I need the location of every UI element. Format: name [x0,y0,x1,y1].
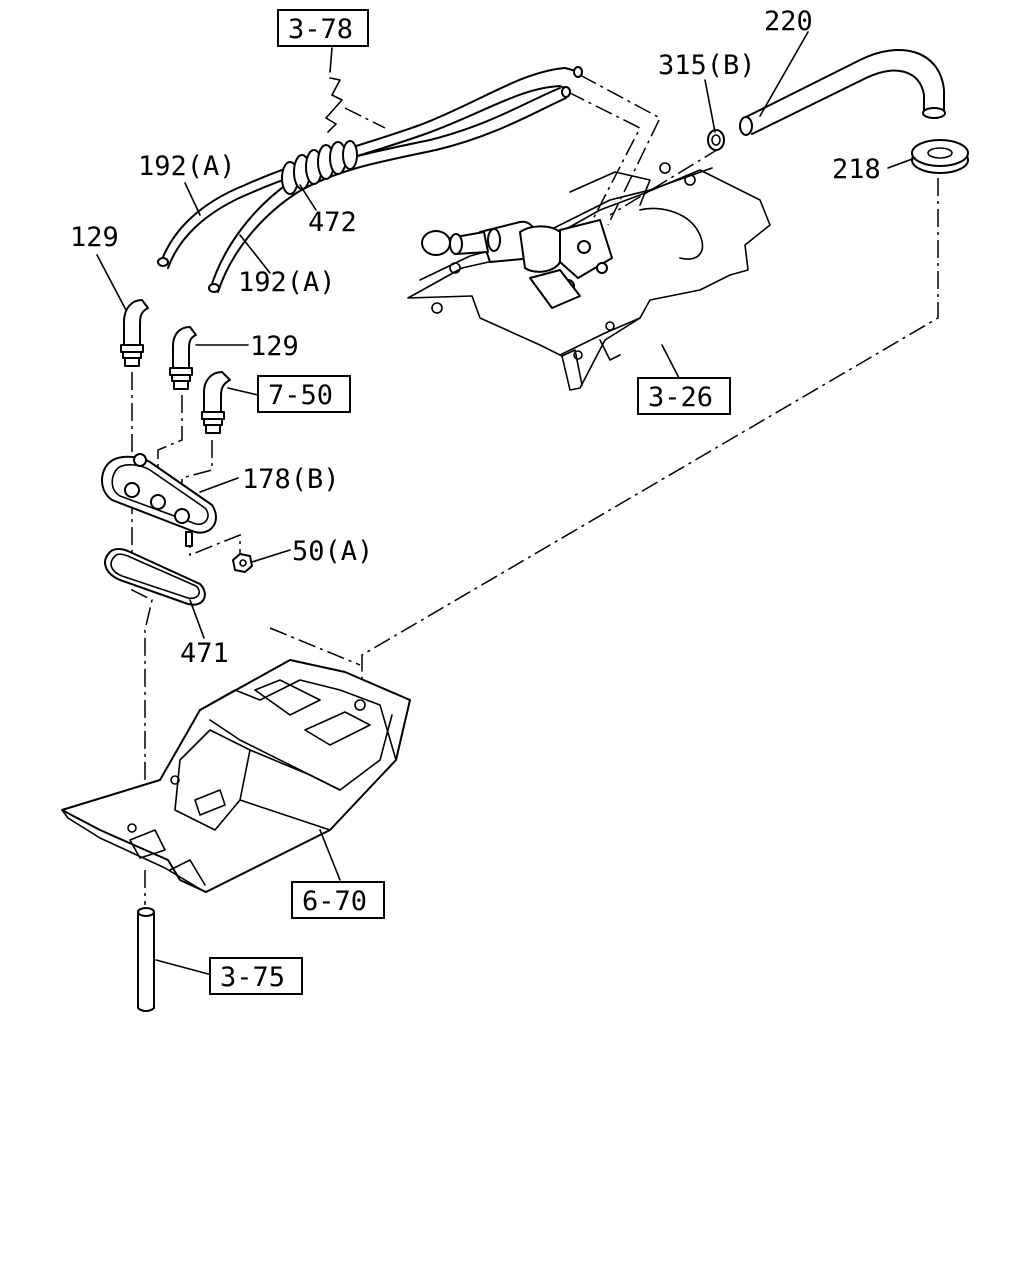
engine-valve-component-3-26 [407,162,771,391]
ref-box-3-75: 3-75 [209,957,303,995]
callout-192a-lower: 192(A) [238,267,336,298]
ref-3-75: 3-75 [220,962,285,993]
callout-192a-upper: 192(A) [138,151,236,182]
callout-129-right: 129 [250,331,299,362]
ref-3-26: 3-26 [648,382,713,413]
pipe-3-75 [137,907,155,1012]
ref-6-70: 6-70 [302,886,367,917]
leader-lines [96,31,916,976]
callout-labels: 220 315(B) 218 192(A) 472 192(A) 129 129… [70,6,881,669]
grommet-218 [911,139,969,174]
ref-box-3-26: 3-26 [637,377,731,415]
floor-panel-6-70 [61,659,411,893]
nut-50a [232,553,253,573]
callout-50a: 50(A) [292,536,373,567]
ref-box-3-78: 3-78 [277,9,369,47]
corrugated-sleeve-472 [281,140,358,195]
callout-472: 472 [308,207,357,238]
callout-315b: 315(B) [658,50,756,81]
hose-192a-assembly [157,66,583,293]
elbow-fitting-7-50 [201,371,231,434]
elbow-fitting-129-left [120,299,149,367]
ref-3-78: 3-78 [288,14,353,45]
bracket-3-78-part [325,77,343,133]
flange-plate-178b [101,453,217,547]
clamp-315b [707,129,725,151]
callout-471: 471 [180,638,229,669]
ref-7-50: 7-50 [268,380,333,411]
callout-178b: 178(B) [242,464,340,495]
gasket-471 [104,548,206,606]
callout-129-left: 129 [70,222,119,253]
ref-box-7-50: 7-50 [257,375,351,413]
ref-box-6-70: 6-70 [291,881,385,919]
pipe-220 [739,49,946,136]
callout-218: 218 [832,154,881,185]
callout-220: 220 [764,6,813,37]
elbow-fitting-129-right [169,326,197,390]
